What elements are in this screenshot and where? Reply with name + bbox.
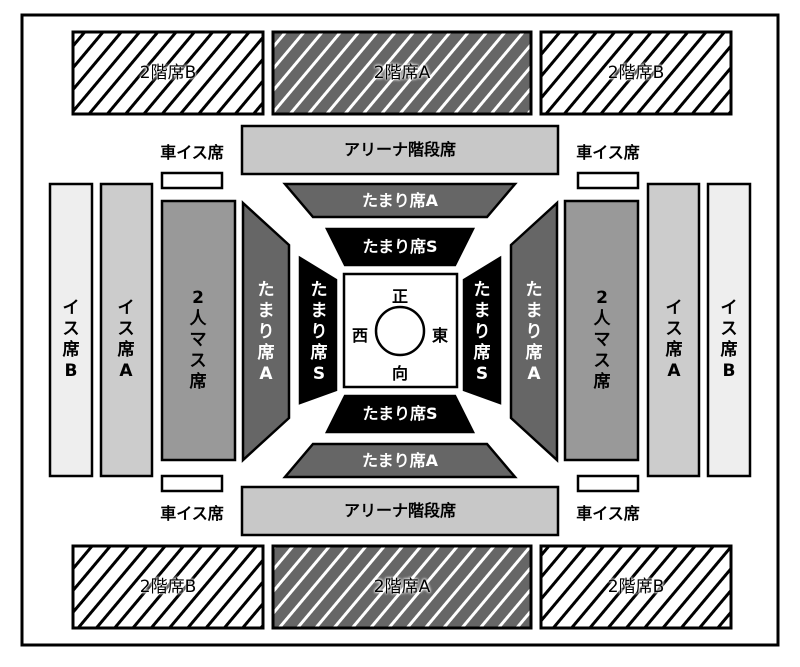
dohyo-circle: [374, 305, 426, 357]
label-wheelchair-bl: 車イス席: [160, 504, 224, 523]
chair-a-left[interactable]: [99, 182, 154, 478]
tamari-a-right[interactable]: [509, 200, 559, 463]
wheelchair-box-bl[interactable]: [160, 474, 224, 493]
label-2f-b-tr: 2階席B: [607, 63, 665, 83]
label-2f-b-br: 2階席B: [607, 577, 665, 597]
tamari-a-top[interactable]: [282, 182, 518, 219]
second-floor-a-bottom[interactable]: [271, 544, 533, 630]
second-floor-a-top[interactable]: [271, 30, 533, 116]
chair-a-right[interactable]: [646, 182, 701, 478]
second-floor-b-top-right[interactable]: [539, 30, 733, 116]
label-masu2-left: 2人マス席: [189, 288, 207, 392]
wheelchair-box-tl[interactable]: [160, 171, 224, 190]
label-tamari-s-left: たまり席S: [310, 280, 328, 384]
label-tamari-a-top: たまり席A: [362, 191, 438, 210]
label-wheelchair-br: 車イス席: [576, 504, 640, 523]
tamari-s-left[interactable]: [298, 255, 338, 405]
chair-b-right[interactable]: [706, 182, 752, 478]
wheelchair-box-tr[interactable]: [576, 171, 640, 190]
tamari-s-bottom[interactable]: [324, 394, 476, 434]
arena-stairs-top[interactable]: [240, 124, 560, 176]
label-chair-a-left: イス席A: [117, 298, 135, 381]
label-stairs-top: アリーナ階段席: [343, 140, 456, 159]
tamari-s-top[interactable]: [324, 227, 476, 267]
label-tamari-s-bottom: たまり席S: [362, 404, 438, 423]
label-wheelchair-tr: 車イス席: [576, 143, 640, 162]
label-chair-a-right: イス席A: [665, 298, 683, 381]
label-2f-a-top: 2階席A: [373, 63, 431, 83]
wheelchair-box-br[interactable]: [576, 474, 640, 493]
label-2f-a-bottom: 2階席A: [373, 577, 431, 597]
second-floor-b-top-left[interactable]: [71, 30, 265, 116]
second-floor-b-bottom-left[interactable]: [71, 544, 265, 630]
label-tamari-s-right: たまり席S: [473, 280, 491, 384]
label-2f-b-tl: 2階席B: [139, 63, 197, 83]
tamari-a-bottom[interactable]: [282, 442, 518, 479]
label-mukou: 向: [391, 364, 408, 383]
tamari-s-right[interactable]: [462, 255, 502, 405]
masu2-left[interactable]: [160, 199, 237, 462]
tamari-a-left[interactable]: [241, 200, 291, 463]
masu2-right[interactable]: [563, 199, 640, 462]
label-higashi: 東: [431, 326, 448, 345]
label-chair-b-left: イス席B: [62, 298, 80, 381]
ring-square: [342, 272, 459, 389]
label-wheelchair-tl: 車イス席: [160, 143, 224, 162]
label-tamari-a-left: たまり席A: [257, 280, 275, 384]
arena-stairs-bottom[interactable]: [240, 485, 560, 537]
chair-b-left[interactable]: [48, 182, 94, 478]
label-tamari-s-top: たまり席S: [362, 237, 438, 256]
label-tamari-a-right: たまり席A: [525, 280, 543, 384]
label-shomen: 正: [391, 287, 408, 306]
label-2f-b-bl: 2階席B: [139, 577, 197, 597]
label-tamari-a-bottom: たまり席A: [362, 451, 438, 470]
label-nishi: 西: [351, 326, 368, 345]
label-stairs-bottom: アリーナ階段席: [343, 501, 456, 520]
label-chair-b-right: イス席B: [720, 298, 738, 381]
second-floor-b-bottom-right[interactable]: [539, 544, 733, 630]
label-masu2-right: 2人マス席: [593, 288, 611, 392]
